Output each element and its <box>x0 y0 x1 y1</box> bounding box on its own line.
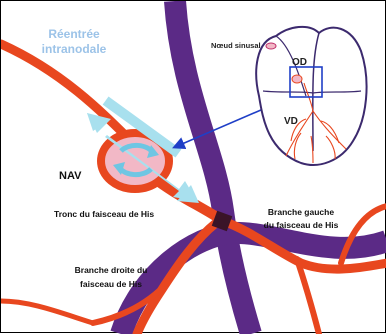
label-od: OD <box>292 57 307 68</box>
septum-band <box>175 1 251 334</box>
label-nav: NAV <box>59 170 82 182</box>
label-noeud-sinusal: Nœud sinusal <box>211 41 261 50</box>
label-branche-droite-1: Branche droite du <box>75 265 148 275</box>
label-vd: VD <box>284 116 298 127</box>
title-line1: Réentrée <box>48 27 100 41</box>
label-branche-gauche-1: Branche gauche <box>268 207 334 217</box>
title-line2: intranodale <box>42 42 107 56</box>
label-tronc: Tronc du faisceau de His <box>54 209 154 219</box>
sinus-node <box>266 43 276 49</box>
label-branche-droite-2: faisceau de His <box>80 279 142 289</box>
heart-inset <box>256 27 366 165</box>
label-branche-gauche-2: du faisceau de His <box>264 220 339 230</box>
